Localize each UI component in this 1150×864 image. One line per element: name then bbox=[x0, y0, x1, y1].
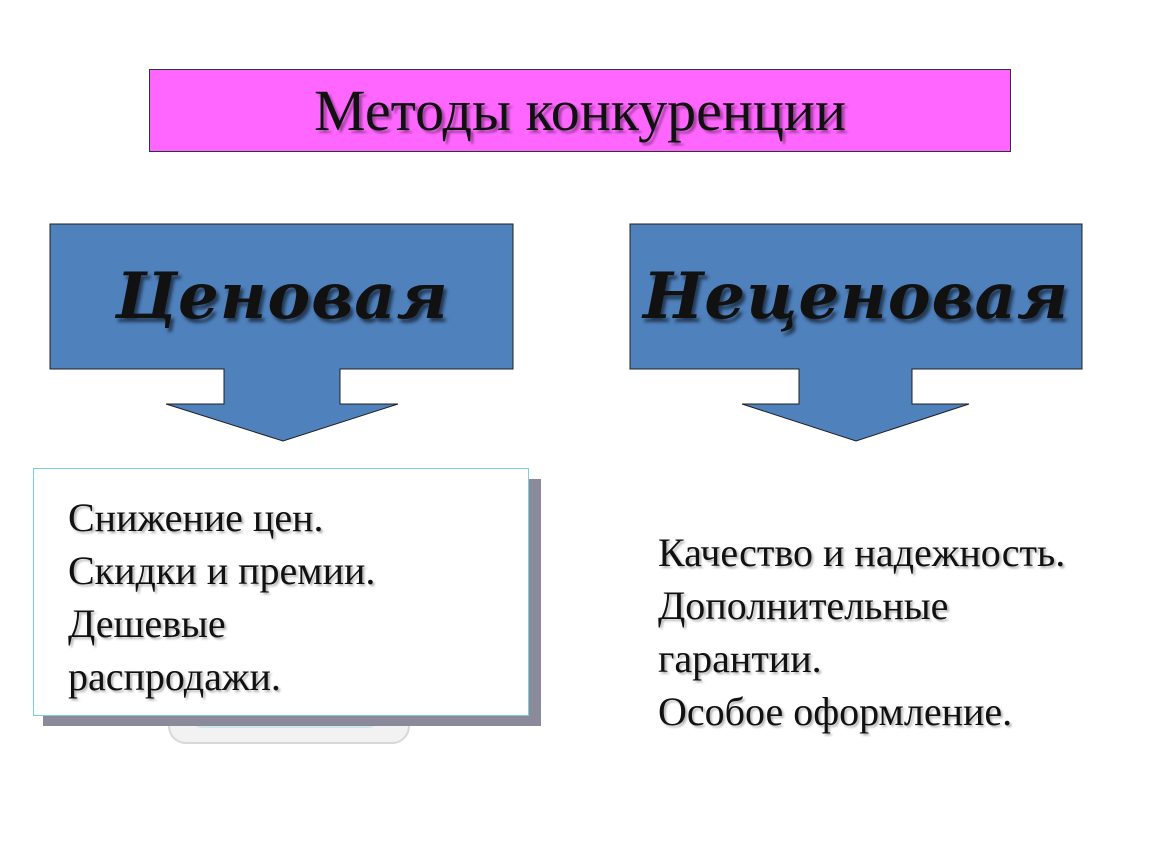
non-price-competition-arrow bbox=[629, 223, 1083, 442]
list-item: Снижение цен. bbox=[68, 495, 324, 540]
list-item: распродажи. bbox=[68, 654, 281, 699]
price-competition-label: Ценовая bbox=[115, 258, 449, 334]
non-price-methods-box: Качество и надежность. Дополнительные га… bbox=[658, 526, 1128, 738]
non-price-methods-list: Качество и надежность. Дополнительные га… bbox=[658, 526, 1128, 738]
list-item: Скидки и премии. bbox=[68, 548, 376, 593]
list-item: Дешевые bbox=[68, 601, 226, 646]
title-box: Методы конкуренции bbox=[149, 69, 1011, 152]
price-competition-arrow bbox=[49, 223, 514, 442]
non-price-competition-label: Неценовая bbox=[642, 258, 1070, 334]
list-item: Дополнительные bbox=[658, 583, 949, 628]
list-item: гарантии. bbox=[658, 636, 822, 681]
list-item: Особое оформление. bbox=[658, 689, 1013, 734]
price-methods-box: Снижение цен. Скидки и премии. Дешевые р… bbox=[33, 468, 529, 716]
list-item: Качество и надежность. bbox=[658, 530, 1066, 575]
diagram-title: Методы конкуренции bbox=[314, 78, 846, 143]
price-methods-list: Снижение цен. Скидки и премии. Дешевые р… bbox=[68, 491, 468, 703]
